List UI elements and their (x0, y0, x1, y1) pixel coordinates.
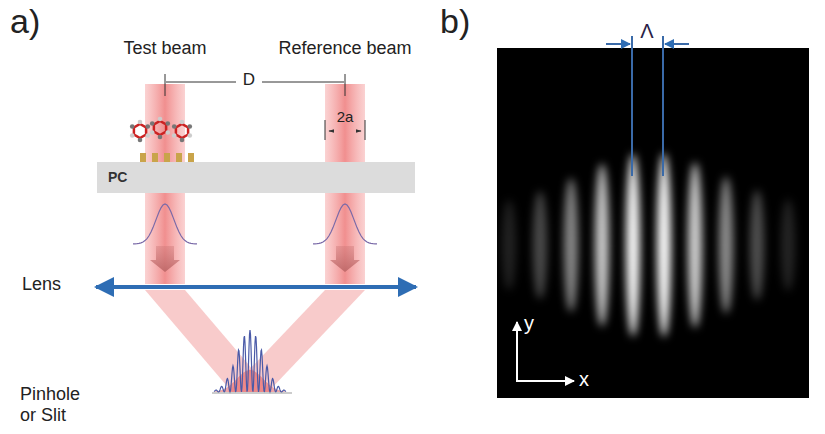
beam-label: Reference beam (278, 38, 411, 59)
atom (172, 133, 177, 138)
interference-pattern (214, 330, 286, 392)
atom (130, 133, 135, 138)
atom (165, 130, 170, 135)
atom (158, 135, 163, 140)
beam-label: Test beam (123, 38, 206, 59)
fringes (502, 153, 795, 337)
atom (187, 124, 192, 129)
panel-label: a) (10, 2, 40, 41)
camera-image (497, 48, 809, 398)
dimension-label: 2a (337, 108, 354, 125)
fringe (595, 164, 609, 327)
atom (145, 124, 150, 129)
fringe (564, 178, 578, 312)
molecule-ring (176, 124, 188, 138)
molecule-ring (154, 121, 166, 135)
x-axis (516, 380, 574, 382)
dimension-label: D (243, 70, 255, 90)
atom (145, 133, 150, 138)
axis-label: x (579, 368, 589, 391)
gaussian-profile (313, 204, 377, 244)
atom (138, 138, 143, 143)
fringe (750, 190, 764, 300)
panel-label: b) (440, 2, 470, 41)
gaussian-profile (133, 204, 197, 244)
propagation-arrow (330, 246, 360, 272)
part-label: Pinhole or Slit (20, 384, 98, 425)
atom (180, 138, 185, 143)
fringe (719, 176, 733, 313)
part-label: Lens (22, 274, 61, 295)
atom (150, 130, 155, 135)
atom (165, 121, 170, 126)
axis-label: y (524, 312, 534, 335)
atom (138, 120, 143, 125)
fringe (626, 154, 640, 337)
atom (180, 120, 185, 125)
gold-pads (140, 153, 194, 162)
molecule-ring (134, 124, 146, 138)
fringe (688, 162, 702, 327)
pinhole-plane (212, 393, 292, 394)
band-label: PC (108, 169, 127, 185)
fringe (533, 191, 547, 299)
atom (172, 124, 177, 129)
molecules (130, 117, 192, 143)
fringe (502, 200, 516, 290)
period-label: Λ (640, 20, 653, 43)
atom (130, 124, 135, 129)
substrate-band: PC (97, 162, 415, 193)
fringe (781, 199, 795, 291)
atom (187, 133, 192, 138)
y-axis (516, 322, 518, 381)
atom (150, 121, 155, 126)
atom (158, 117, 163, 122)
lens (96, 285, 416, 289)
fringe (657, 153, 671, 337)
propagation-arrow (150, 246, 180, 272)
